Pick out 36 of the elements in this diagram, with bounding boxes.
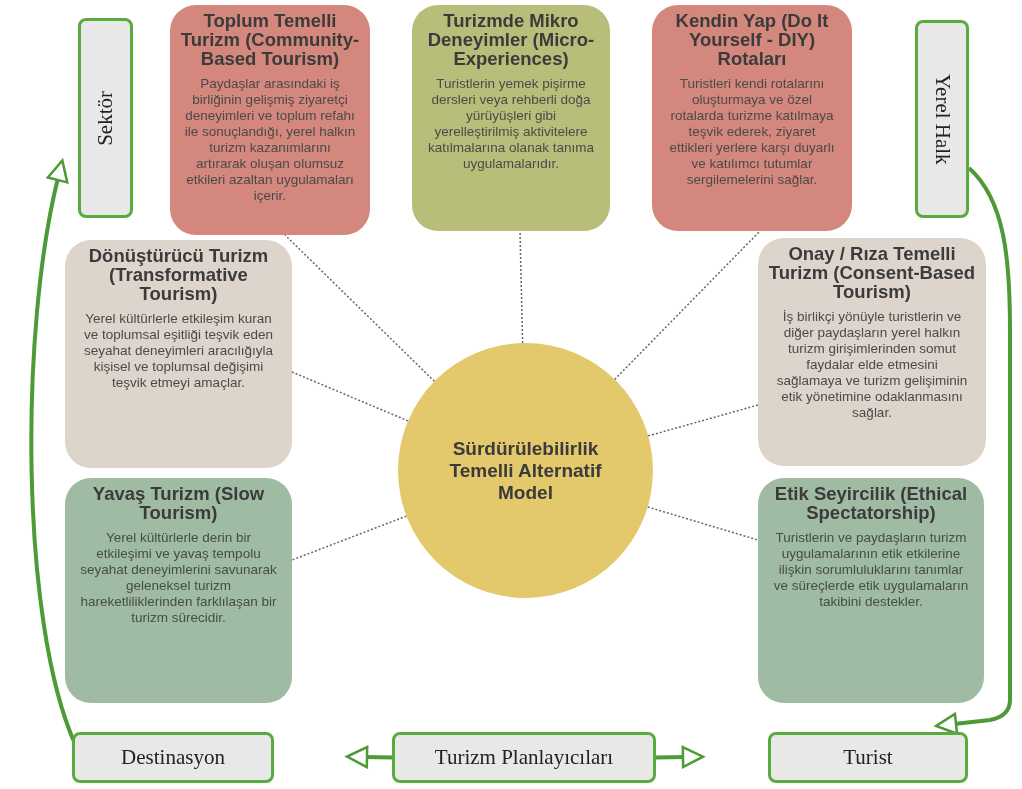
stakeholder-box: Turizm Planlayıcıları bbox=[392, 732, 656, 783]
stakeholder-box: Turist bbox=[768, 732, 968, 783]
dotted-connector bbox=[284, 234, 436, 383]
concept-card bbox=[652, 5, 852, 231]
card-title: Kendin Yap (Do It Yourself - DIY) Rotaları bbox=[674, 11, 830, 68]
dotted-connector bbox=[291, 371, 409, 422]
center-circle: Sürdürülebilirlik Temelli Alternatif Model bbox=[398, 343, 653, 598]
card-description: Yerel kültürlerle etkileşim kuran ve toplumsal eşitliği teşvik eden seyahat deneyimleri aracılığıyla kişisel ve toplumsal değişimi teşvik etmeyi amaçlar. bbox=[82, 311, 275, 391]
dotted-connector bbox=[646, 506, 759, 541]
card-title: Toplum Temelli Turizm (Community-Based Tourism) bbox=[179, 11, 361, 68]
stakeholder-box: Yerel Halk bbox=[915, 20, 969, 218]
arrow bbox=[655, 745, 705, 769]
dotted-connector bbox=[291, 515, 408, 561]
card-title: Turizmde Mikro Deneyimler (Micro-Experiences) bbox=[426, 11, 596, 68]
concept-card bbox=[412, 5, 610, 231]
stakeholder-box: Sektör bbox=[78, 18, 133, 218]
card-description: Turistleri kendi rotalarını oluşturmaya ve özel rotalarda turizme katılmaya teşvik ederek, ziyaret ettikleri yerlere karşı duyarlı ve katılımcı tutumlar sergilemelerini sağlar. bbox=[668, 76, 836, 188]
concept-card bbox=[170, 5, 370, 235]
dotted-connector bbox=[613, 230, 761, 381]
concept-card bbox=[65, 240, 292, 468]
dotted-connector bbox=[647, 404, 759, 437]
card-title: Yavaş Turizm (Slow Tourism) bbox=[91, 484, 266, 522]
concept-card bbox=[65, 478, 292, 703]
card-description: Paydaşlar arasındaki iş birliğinin gelişmiş ziyaretçi deneyimleri ve toplum refahı ile sonuçlandığı, yerel halkın turizm kazanımlarını artırarak oluşan olumsuz etkileri azaltan uygulamaları içerir. bbox=[183, 76, 357, 204]
concept-card bbox=[758, 238, 986, 466]
card-description: İş birlikçi yönüyle turistlerin ve diğer paydaşların yerel halkın turizm girişimlerinden somut faydalar elde etmesini sağlamaya ve turizm gelişiminin etik yönetimine odaklanmasını sağlar. bbox=[775, 309, 969, 421]
card-title: Etik Seyircilik (Ethical Spectatorship) bbox=[773, 484, 969, 522]
stakeholder-box: Destinasyon bbox=[72, 732, 274, 783]
dotted-connector bbox=[519, 230, 524, 344]
card-description: Turistlerin yemek pişirme dersleri veya rehberli doğa yürüyüşleri gibi yerelleştirilmiş aktivitelere katılmalarına olanak tanıma uygulamalarıdır. bbox=[427, 76, 595, 172]
arrow bbox=[345, 745, 393, 769]
card-title: Onay / Rıza Temelli Turizm (Consent-Based Tourism) bbox=[767, 244, 977, 301]
card-description: Turistlerin ve paydaşların turizm uygulamalarının etik etkilerine ilişkin sorumluluklarını tanımlar ve süreçlerde etik uygulamaların takibini destekler. bbox=[772, 530, 970, 610]
card-description: Yerel kültürlerle derin bir etkileşimi ve yavaş tempolu seyahat deneyimlerini savunarak geleneksel turizm hareketliliklerinden farklılaşan bir turizm sürecidir. bbox=[79, 530, 278, 626]
card-title: Dönüştürücü Turizm (Transformative Tourism) bbox=[87, 246, 270, 303]
concept-card bbox=[758, 478, 984, 703]
